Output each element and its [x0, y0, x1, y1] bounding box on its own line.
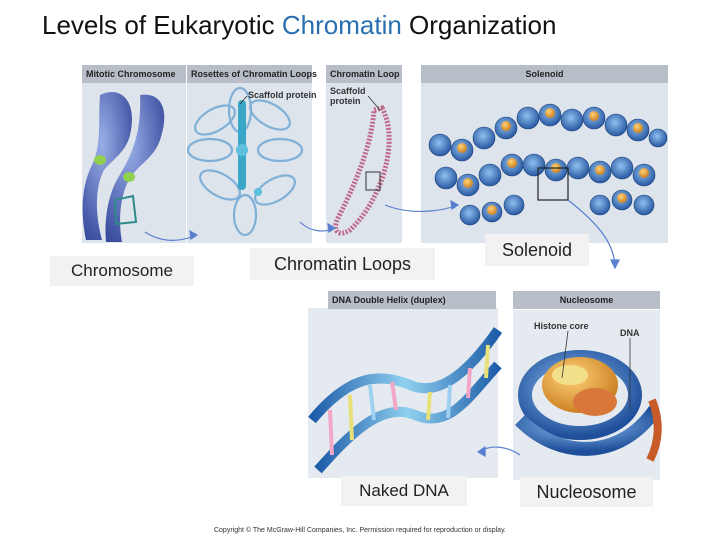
title-part-2: Organization: [401, 10, 557, 40]
label-solenoid: Solenoid: [485, 234, 589, 266]
panel-header-chromatin-loop: Chromatin Loop: [326, 65, 402, 83]
callout-scaffold-protein-2a: Scaffold: [330, 86, 366, 96]
solenoid-illustration: [428, 103, 668, 226]
scaffold-core: [236, 100, 262, 196]
copyright-notice: Copyright © The McGraw-Hill Companies, I…: [213, 527, 506, 534]
label-nucleosome: Nucleosome: [520, 477, 653, 507]
panel-header-nucleosome: Nucleosome: [513, 291, 660, 309]
rosettes-illustration: [186, 86, 304, 237]
title-part-1: Levels of Eukaryotic: [42, 10, 282, 40]
label-chromosome: Chromosome: [50, 256, 194, 286]
title-accent: Chromatin: [281, 10, 402, 40]
callout-dna: DNA: [620, 328, 640, 338]
panel-header-solenoid: Solenoid: [421, 65, 668, 83]
callout-histone-core: Histone core: [534, 321, 589, 331]
callout-scaffold-protein-2b: protein: [330, 96, 361, 106]
label-naked-dna: Naked DNA: [341, 476, 467, 506]
callout-scaffold-protein: Scaffold protein: [248, 90, 317, 100]
callout-lines: [239, 95, 631, 410]
label-chromatin-loops: Chromatin Loops: [250, 248, 435, 280]
dna-helix-illustration: [308, 327, 503, 474]
panel-header-dna-double-helix: DNA Double Helix (duplex): [328, 291, 496, 309]
chromosome-illustration: [82, 91, 165, 242]
page-title: Levels of Eukaryotic Chromatin Organizat…: [42, 10, 556, 41]
flow-arrows: [144, 199, 620, 458]
nucleosome-illustration: [515, 350, 662, 462]
chromatin-loop-illustration: [333, 105, 392, 236]
panel-header-mitotic-chromosome: Mitotic Chromosome: [82, 65, 186, 83]
panel-header-rosettes: Rosettes of Chromatin Loops: [187, 65, 317, 83]
